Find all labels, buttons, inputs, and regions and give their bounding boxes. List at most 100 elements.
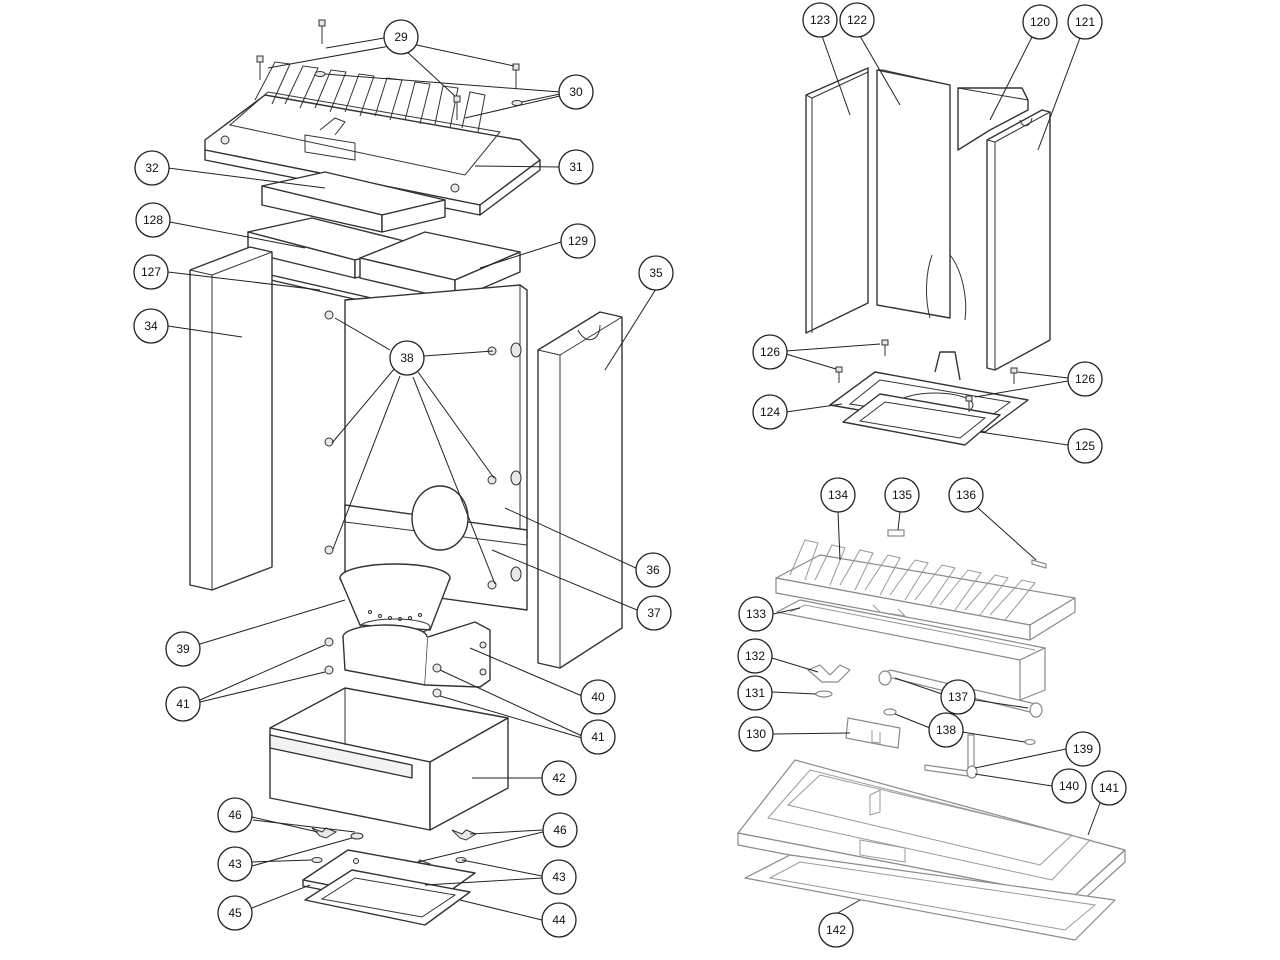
svg-text:37: 37 bbox=[647, 606, 661, 620]
svg-text:134: 134 bbox=[828, 488, 848, 502]
svg-text:126: 126 bbox=[1075, 372, 1095, 386]
svg-text:136: 136 bbox=[956, 488, 976, 502]
liner-123 bbox=[805, 67, 869, 334]
svg-text:120: 120 bbox=[1030, 15, 1050, 29]
svg-text:128: 128 bbox=[143, 213, 163, 227]
insulation-block-32 bbox=[261, 171, 446, 233]
side-panel-34 bbox=[189, 246, 273, 591]
callout-124: 124 bbox=[752, 394, 788, 430]
svg-text:38: 38 bbox=[400, 351, 414, 365]
back-panel-36 bbox=[344, 284, 528, 539]
callout-125: 125 bbox=[1067, 428, 1103, 464]
svg-text:32: 32 bbox=[145, 161, 159, 175]
callout-126-left: 126 bbox=[752, 334, 788, 370]
washer-131 bbox=[815, 690, 833, 698]
callout-46-right: 46 bbox=[542, 812, 578, 848]
svg-text:45: 45 bbox=[228, 906, 242, 920]
callout-43-right: 43 bbox=[541, 859, 577, 895]
callout-123: 123 bbox=[802, 2, 838, 38]
wing-nut-132 bbox=[807, 664, 851, 683]
callout-bubbles: 29 30 31 32 128 129 127 34 35 38 36 37 3… bbox=[133, 2, 1127, 948]
callout-122: 122 bbox=[839, 2, 875, 38]
callout-31: 31 bbox=[558, 149, 594, 185]
screws-41 bbox=[324, 637, 442, 698]
ash-pan-42 bbox=[269, 687, 509, 831]
gasket-125 bbox=[842, 393, 1001, 446]
leader-lines bbox=[167, 35, 1101, 921]
svg-text:133: 133 bbox=[746, 607, 766, 621]
svg-text:131: 131 bbox=[745, 686, 765, 700]
svg-text:137: 137 bbox=[948, 690, 968, 704]
callout-133: 133 bbox=[738, 596, 774, 632]
callout-46-left: 46 bbox=[217, 797, 253, 833]
callout-39: 39 bbox=[165, 631, 201, 667]
svg-text:127: 127 bbox=[141, 265, 161, 279]
svg-text:140: 140 bbox=[1059, 779, 1079, 793]
callout-139: 139 bbox=[1065, 731, 1101, 767]
callout-121: 121 bbox=[1067, 4, 1103, 40]
svg-text:121: 121 bbox=[1075, 15, 1095, 29]
callout-30: 30 bbox=[558, 74, 594, 110]
callout-138: 138 bbox=[928, 712, 964, 748]
svg-text:41: 41 bbox=[591, 730, 605, 744]
callout-132: 132 bbox=[737, 638, 773, 674]
side-panel-35 bbox=[537, 311, 623, 669]
callout-32: 32 bbox=[134, 150, 170, 186]
callout-37: 37 bbox=[636, 595, 672, 631]
callout-130: 130 bbox=[738, 716, 774, 752]
svg-text:126: 126 bbox=[760, 345, 780, 359]
svg-text:141: 141 bbox=[1099, 781, 1119, 795]
svg-text:39: 39 bbox=[176, 642, 190, 656]
svg-text:42: 42 bbox=[552, 771, 566, 785]
gasket-133 bbox=[776, 599, 1046, 701]
svg-text:130: 130 bbox=[746, 727, 766, 741]
callout-44: 44 bbox=[541, 902, 577, 938]
callout-34: 34 bbox=[133, 308, 169, 344]
callout-136: 136 bbox=[948, 477, 984, 513]
svg-text:46: 46 bbox=[553, 823, 567, 837]
svg-text:125: 125 bbox=[1075, 439, 1095, 453]
liner-122 bbox=[876, 69, 967, 321]
burner-grate-134 bbox=[775, 539, 1076, 641]
svg-text:43: 43 bbox=[228, 857, 242, 871]
callout-129: 129 bbox=[560, 223, 596, 259]
svg-text:132: 132 bbox=[745, 649, 765, 663]
callout-135: 135 bbox=[884, 477, 920, 513]
svg-text:142: 142 bbox=[826, 923, 846, 937]
callout-137: 137 bbox=[940, 679, 976, 715]
callout-45: 45 bbox=[217, 895, 253, 931]
svg-text:30: 30 bbox=[569, 85, 583, 99]
callout-127: 127 bbox=[133, 254, 169, 290]
svg-text:135: 135 bbox=[892, 488, 912, 502]
burner-cup-39 bbox=[339, 563, 451, 636]
svg-text:35: 35 bbox=[649, 266, 663, 280]
callout-134: 134 bbox=[820, 477, 856, 513]
liner-121 bbox=[986, 109, 1051, 371]
callout-36: 36 bbox=[635, 552, 671, 588]
svg-text:43: 43 bbox=[552, 870, 566, 884]
pin-139 bbox=[924, 734, 978, 779]
svg-text:29: 29 bbox=[394, 30, 408, 44]
callout-141: 141 bbox=[1091, 770, 1127, 806]
svg-text:36: 36 bbox=[646, 563, 660, 577]
callout-142: 142 bbox=[818, 912, 854, 948]
svg-text:124: 124 bbox=[760, 405, 780, 419]
callout-38: 38 bbox=[389, 340, 425, 376]
callout-131: 131 bbox=[737, 675, 773, 711]
gasket-142 bbox=[744, 854, 1116, 941]
svg-text:34: 34 bbox=[144, 319, 158, 333]
callout-43-left: 43 bbox=[217, 846, 253, 882]
svg-text:139: 139 bbox=[1073, 742, 1093, 756]
pin-135 bbox=[887, 529, 905, 537]
svg-text:31: 31 bbox=[569, 160, 583, 174]
callout-41-left: 41 bbox=[165, 686, 201, 722]
svg-text:40: 40 bbox=[591, 690, 605, 704]
callout-40: 40 bbox=[580, 679, 616, 715]
screws-126 bbox=[835, 339, 1018, 412]
screws-38 bbox=[324, 310, 522, 590]
callout-35: 35 bbox=[638, 255, 674, 291]
burner-hole bbox=[411, 485, 469, 551]
gasket-44 bbox=[304, 869, 471, 926]
svg-text:123: 123 bbox=[810, 13, 830, 27]
